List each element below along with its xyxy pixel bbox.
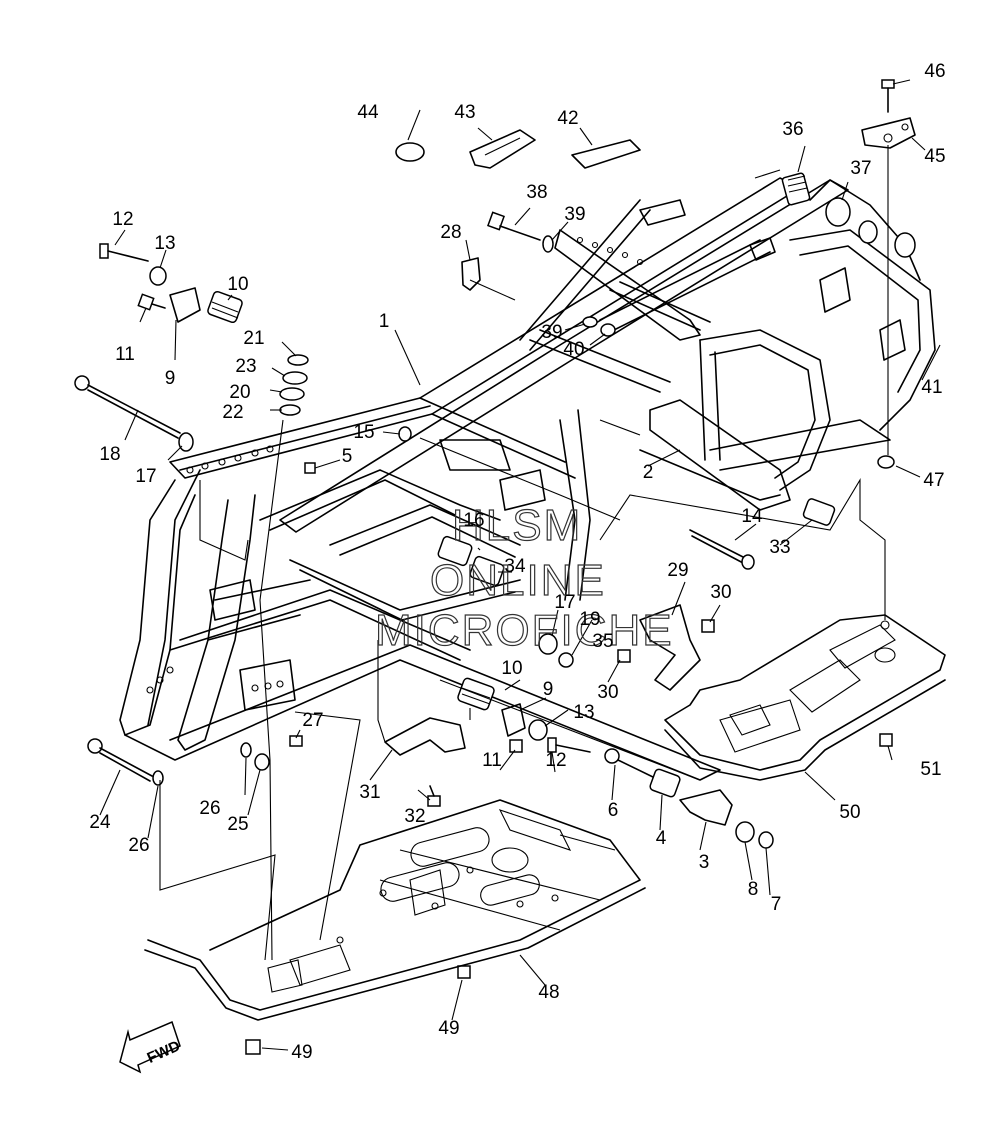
callout-19: 19 [579,609,600,630]
watermark-line-1: HLSM [452,501,582,550]
callout-17a: 17 [135,466,156,487]
callout-25: 25 [227,814,248,835]
callout-30b: 30 [597,682,618,703]
callout-35: 35 [592,631,613,652]
watermark-line-2: ONLINE [430,556,606,605]
callout-36: 36 [782,119,803,140]
callout-16: 16 [463,510,484,531]
skid-plate-48 [144,799,646,1021]
callout-24: 24 [89,812,111,833]
callout-10b: 10 [501,658,522,679]
callout-22: 22 [222,402,243,423]
callout-34: 34 [504,556,526,577]
callout-44: 44 [357,102,379,123]
callout-30a: 30 [710,582,731,603]
callout-3: 3 [699,852,710,873]
callout-14: 14 [741,506,763,527]
callout-38: 38 [526,182,547,203]
callout-8: 8 [748,879,759,900]
skid-plate-50 [664,614,946,781]
callout-49b: 49 [291,1042,312,1063]
watermark: HLSM ONLINE MICROFICHE [374,500,674,655]
callout-39a: 39 [564,204,585,225]
callout-11b: 11 [482,750,502,771]
callout-9b: 9 [543,679,554,700]
callout-28: 28 [440,222,461,243]
callout-27: 27 [302,710,323,731]
callout-31: 31 [359,782,380,803]
callout-23: 23 [235,356,256,377]
callout-40: 40 [563,339,584,360]
callout-45: 45 [924,146,945,167]
callout-1: 1 [379,311,390,332]
callout-11a: 11 [115,344,135,365]
fwd-direction-arrow: FWD [119,1020,183,1074]
callout-12a: 12 [112,209,133,230]
part-callouts: 1234567899101011111212131314151617171819… [89,61,945,1063]
callout-41: 41 [921,377,942,398]
callout-49a: 49 [438,1018,459,1039]
callout-46: 46 [924,61,945,82]
callout-2: 2 [643,462,654,483]
callout-13b: 13 [573,702,594,723]
callout-32: 32 [404,806,425,827]
callout-42: 42 [557,108,578,129]
callout-51: 51 [920,759,941,780]
callout-12b: 12 [545,750,566,771]
callout-5: 5 [342,446,353,467]
callout-33: 33 [769,537,790,558]
callout-15: 15 [353,422,374,443]
callout-26b: 26 [128,835,149,856]
callout-47: 47 [923,470,944,491]
callout-9a: 9 [165,368,176,389]
callout-21: 21 [243,328,264,349]
callout-50: 50 [839,802,860,823]
callout-10a: 10 [227,274,248,295]
callout-48: 48 [538,982,559,1003]
callout-13a: 13 [154,233,175,254]
watermark-line-3: MICROFICHE [375,606,674,655]
callout-37: 37 [850,158,871,179]
callout-6: 6 [608,800,619,821]
callout-17b: 17 [554,592,575,613]
callout-39b: 39 [541,322,562,343]
callout-26a: 26 [199,798,220,819]
callout-20: 20 [229,382,250,403]
callout-4: 4 [656,828,667,849]
main-frame [119,177,936,781]
callout-29: 29 [667,560,688,581]
leader-lines [99,79,941,1051]
callout-18: 18 [99,444,120,465]
callout-7: 7 [771,894,782,915]
callout-43: 43 [454,102,475,123]
